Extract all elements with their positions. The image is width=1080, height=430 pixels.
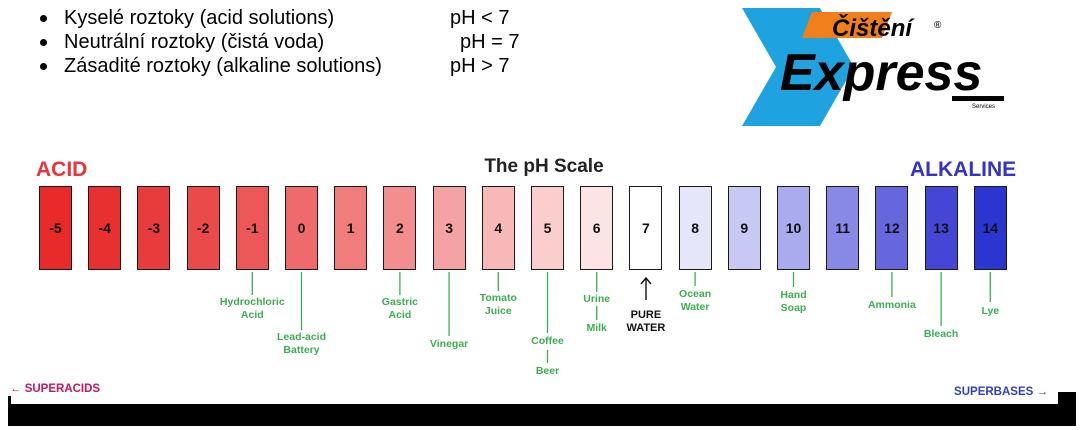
substance-line: Tomato — [479, 292, 517, 304]
acid-label: ACID — [36, 158, 88, 181]
substance-line: Lead-acid — [276, 331, 327, 343]
ph-cell-11: 11 — [826, 186, 860, 270]
ph-cell-4: 4 — [481, 186, 515, 270]
substance-line: Lye — [981, 305, 1000, 317]
baseline-bar — [8, 404, 1076, 426]
ph-cell--5: -5 — [39, 186, 72, 270]
substance-line: Beer — [535, 365, 560, 377]
ph-cell-7: 7 — [629, 186, 663, 270]
substance-line: Acid — [240, 309, 264, 321]
bullet-ph: pH < 7 — [450, 7, 510, 29]
substance-line: Gastric — [381, 296, 418, 308]
alkaline-label: ALKALINE — [910, 158, 1017, 181]
logo-orange-flag — [802, 12, 892, 38]
substance-lye: Lye — [981, 305, 999, 318]
logo-registered: ® — [934, 20, 942, 31]
substance-line: Soap — [780, 302, 807, 314]
substance-milk: Milk — [586, 322, 606, 335]
substance-line: Water — [680, 301, 710, 313]
ph-cell-12: 12 — [875, 186, 909, 270]
bullet-ph: pH = 7 — [460, 31, 520, 53]
ph-cell-8: 8 — [678, 186, 712, 270]
logo-underbar — [952, 96, 1004, 101]
substance-line: Milk — [586, 322, 607, 334]
ph-cell-2: 2 — [383, 186, 417, 270]
ph-cell-9: 9 — [727, 186, 761, 270]
substance-line: WATER — [626, 322, 666, 334]
baseline-left-tick — [8, 396, 11, 406]
substance-line: Coffee — [531, 335, 564, 347]
ph-cell--3: -3 — [137, 186, 171, 270]
substance-line: Hydrochloric — [219, 296, 285, 308]
substance-line: PURE — [630, 309, 662, 321]
ph-cell-6: 6 — [580, 186, 614, 270]
bullet-dot-icon — [40, 63, 47, 70]
substance-urine: Urine — [583, 293, 610, 306]
scale-title: The pH Scale — [484, 156, 604, 177]
substance-line: Ammonia — [867, 299, 916, 311]
ph-cell--4: -4 — [88, 186, 122, 270]
bullet-text: Kyselé roztoky (acid solutions) — [64, 7, 335, 29]
bullet-ph: pH > 7 — [450, 55, 510, 77]
ph-cell-0: 0 — [285, 186, 318, 270]
substance-line: Battery — [283, 344, 320, 356]
logo-main-word: Express — [780, 44, 982, 102]
bullet-text: Zásadité roztoky (alkaline solutions) — [64, 55, 382, 77]
substance-beer: Beer — [536, 365, 559, 378]
superbases-text: SUPERBASES — [954, 386, 1034, 398]
ph-cell--1: -1 — [235, 186, 269, 270]
ph-cell-10: 10 — [777, 186, 810, 270]
superbases-label: SUPERBASES → — [954, 386, 1048, 398]
logo-top-word: Čištění — [832, 14, 915, 42]
substance-vinegar: Vinegar — [430, 338, 468, 351]
substance-line: Bleach — [923, 328, 959, 340]
bullet-dot-icon — [40, 39, 47, 46]
logo-small-word: Services — [972, 104, 995, 110]
substance-ammonia: Ammonia — [868, 299, 916, 312]
ph-cell-1: 1 — [334, 186, 368, 270]
ph-cell-13: 13 — [924, 186, 958, 270]
ph-cell-5: 5 — [531, 186, 564, 270]
bullet-dot-icon — [40, 15, 47, 22]
ph-cell--2: -2 — [186, 186, 220, 270]
substance-line: Acid — [388, 309, 412, 321]
superacids-text: SUPERACIDS — [24, 383, 101, 395]
substance-line: Vinegar — [429, 338, 469, 350]
arrow-up-icon — [640, 276, 652, 300]
substance-line: Juice — [484, 305, 512, 317]
superacids-label: ← SUPERACIDS — [10, 383, 101, 395]
company-logo: Čištění ® Express Services — [742, 8, 1004, 126]
ph-cell-3: 3 — [432, 186, 466, 270]
substance-line: Urine — [583, 293, 611, 305]
substance-line: Ocean — [679, 288, 712, 300]
substance-line: Hand — [780, 289, 807, 301]
bullet-text: Neutrální roztoky (čistá voda) — [64, 31, 325, 53]
baseline-right-cap — [1058, 392, 1076, 406]
substance-bleach: Bleach — [924, 328, 958, 341]
ph-cell-14: 14 — [973, 186, 1007, 270]
substance-coffee: Coffee — [531, 335, 564, 348]
